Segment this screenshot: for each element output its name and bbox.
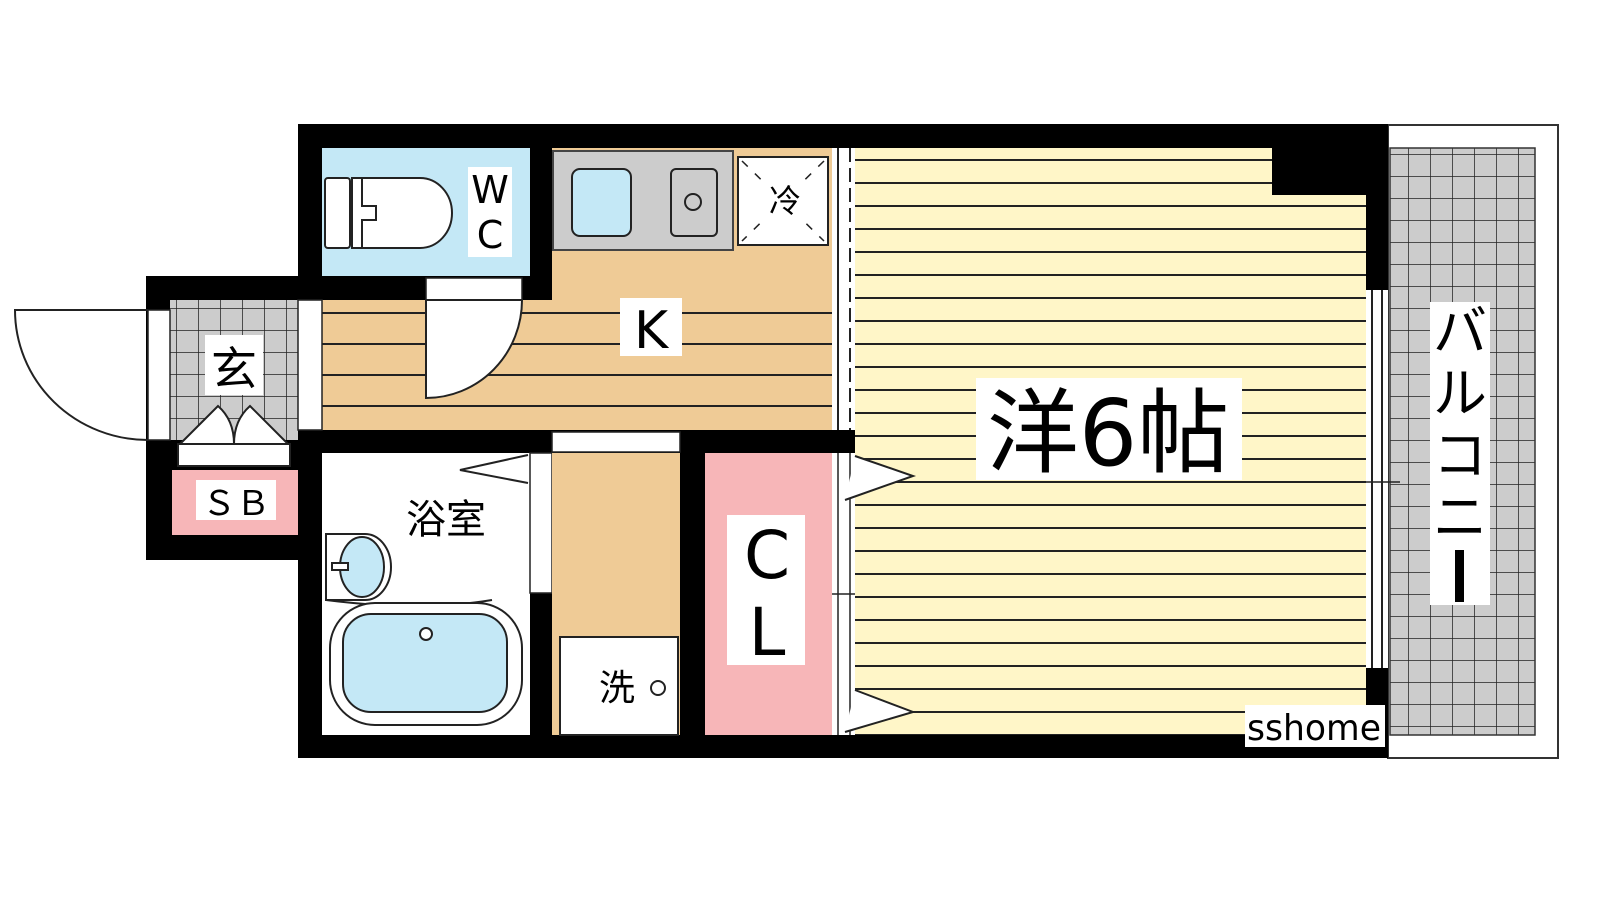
fridge-space	[737, 156, 829, 246]
washer-label: 洗	[599, 668, 635, 709]
fridge-label: 冷	[769, 182, 801, 220]
toilet-icon	[324, 177, 453, 249]
bath-door[interactable]	[459, 452, 553, 594]
wc-door[interactable]	[425, 277, 524, 400]
bath-label: 浴室	[406, 497, 486, 543]
closet-label-c: C	[744, 517, 790, 594]
svg-text:バ: バ	[1433, 300, 1487, 363]
sink-icon	[571, 168, 632, 237]
kitchen-room-partition[interactable]	[832, 148, 855, 430]
balcony-window	[1355, 290, 1400, 668]
wc-label-w: W	[471, 168, 509, 212]
wc-label-c: C	[477, 213, 504, 257]
shoebox-doors[interactable]	[177, 404, 291, 467]
balcony-chouon-mark	[1455, 550, 1464, 602]
closet-doors[interactable]	[832, 453, 917, 735]
stove-icon	[670, 168, 718, 237]
svg-text:コ: コ	[1433, 424, 1487, 487]
western-room-label: 洋6帖	[987, 380, 1230, 487]
balcony	[1387, 124, 1559, 759]
watermark: sshome	[1247, 708, 1381, 749]
svg-text:ニ: ニ	[1433, 486, 1487, 549]
closet-label-l: L	[749, 594, 786, 671]
entrance-label: 玄	[211, 342, 257, 396]
entrance-door[interactable]	[13, 309, 171, 441]
shoebox-label: ＳＢ	[202, 484, 270, 524]
drain-icon	[650, 680, 666, 696]
kitchen-area	[322, 300, 832, 430]
balcony-label: バ ル コ ニ	[1433, 300, 1487, 549]
svg-text:ル: ル	[1433, 362, 1487, 425]
kitchen-counter	[552, 150, 734, 251]
corridor-opening[interactable]	[551, 431, 681, 453]
kitchen-label: K	[634, 301, 670, 361]
bathtub-icon	[329, 602, 523, 726]
